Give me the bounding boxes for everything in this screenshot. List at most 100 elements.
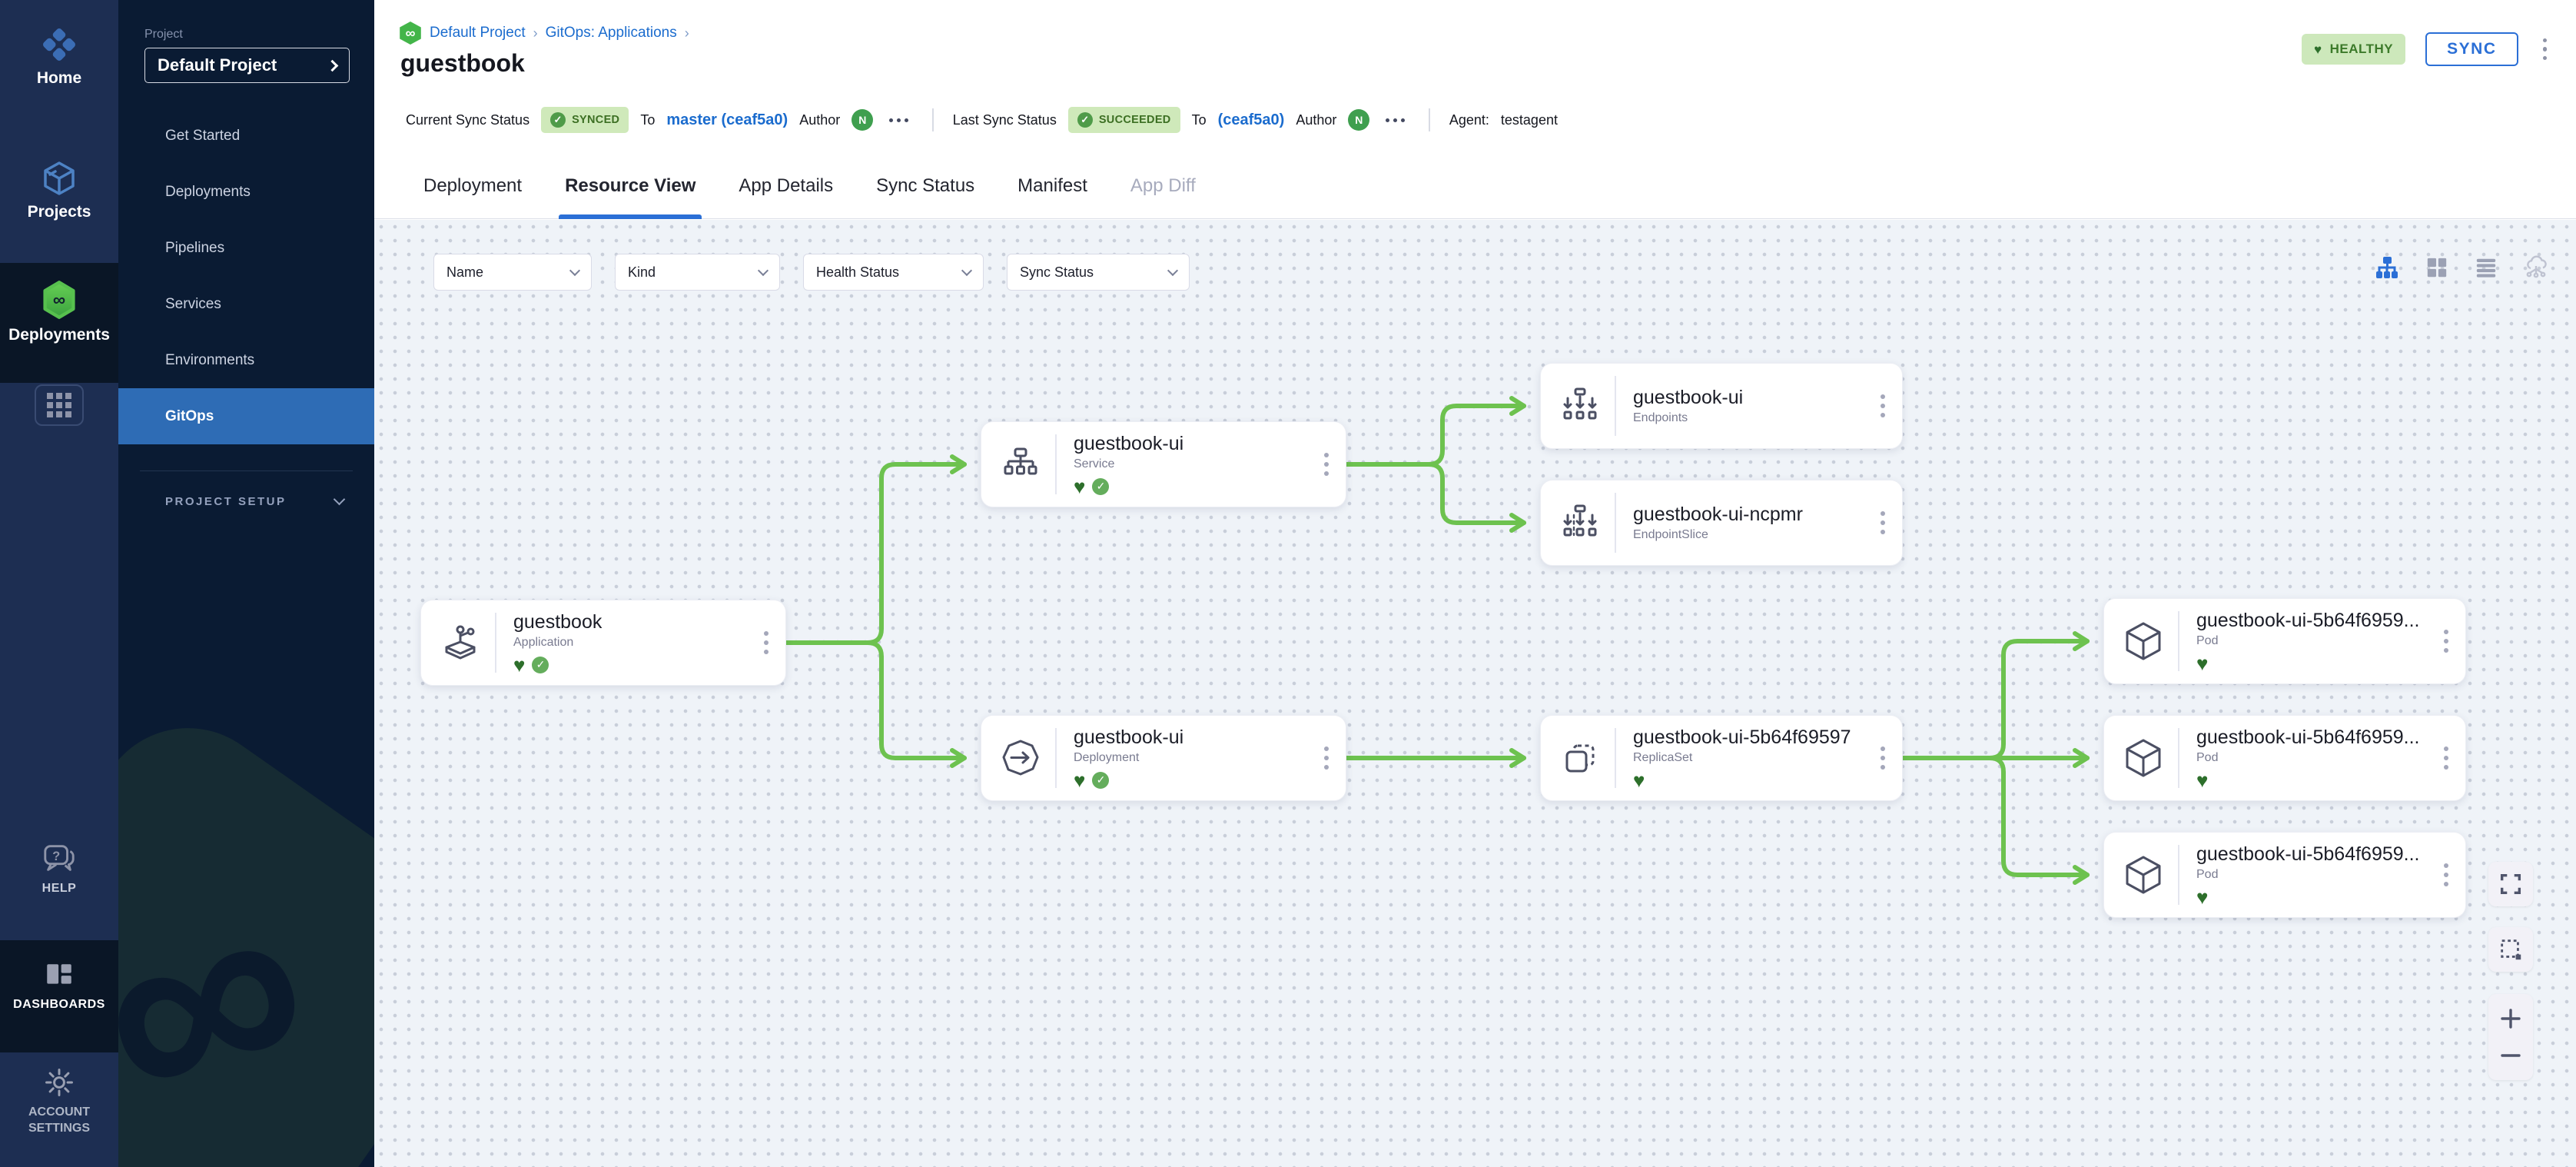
endpoints-icon bbox=[1558, 384, 1602, 428]
resource-node-replicaset-guestbook-ui-5b64f69597[interactable]: guestbook-ui-5b64f69597 ReplicaSet ♥ bbox=[1540, 715, 1903, 801]
node-menu-button[interactable] bbox=[2438, 623, 2455, 659]
grid-view-icon[interactable] bbox=[2425, 256, 2448, 279]
healthy-heart-icon: ♥ bbox=[2196, 653, 2208, 673]
node-menu-button[interactable] bbox=[1318, 447, 1335, 482]
node-menu-button[interactable] bbox=[1874, 740, 1891, 776]
sync-button[interactable]: SYNC bbox=[2425, 32, 2518, 66]
sidebar-item-module-picker[interactable] bbox=[0, 384, 118, 426]
sidebar-item-dashboards[interactable]: DASHBOARDS bbox=[0, 940, 118, 1052]
resource-node-deployment-guestbook-ui[interactable]: guestbook-ui Deployment ♥✓ bbox=[981, 715, 1346, 801]
chevron-down-icon bbox=[1167, 264, 1178, 275]
nav-item-deployments[interactable]: Deployments bbox=[118, 164, 374, 220]
list-view-icon[interactable] bbox=[2475, 256, 2498, 279]
resource-kind: Deployment bbox=[1074, 751, 1310, 765]
filter-kind[interactable]: Kind bbox=[615, 254, 780, 291]
chevron-down-icon bbox=[758, 264, 768, 275]
nav-item-environments[interactable]: Environments bbox=[118, 332, 374, 388]
project-nav-items: Get Started Deployments Pipelines Servic… bbox=[118, 108, 374, 444]
health-status-badge: ♥ HEALTHY bbox=[2302, 34, 2405, 65]
filter-sync-status[interactable]: Sync Status bbox=[1007, 254, 1190, 291]
last-sync-status-label: Last Sync Status bbox=[953, 112, 1057, 128]
last-target-revision-link[interactable]: (ceaf5a0) bbox=[1218, 111, 1285, 129]
filter-name[interactable]: Name bbox=[433, 254, 592, 291]
fullscreen-button[interactable] bbox=[2488, 862, 2533, 906]
view-toggle-group bbox=[2375, 255, 2548, 280]
project-nav: Project Default Project Get Started Depl… bbox=[118, 0, 374, 1167]
project-section-label: Project bbox=[144, 28, 183, 42]
node-menu-button[interactable] bbox=[1874, 505, 1891, 540]
nav-item-gitops[interactable]: GitOps bbox=[118, 388, 374, 444]
node-menu-button[interactable] bbox=[2438, 740, 2455, 776]
sidebar-label: HELP bbox=[0, 882, 118, 896]
tab-deployment[interactable]: Deployment bbox=[423, 172, 522, 218]
gear-icon bbox=[0, 1066, 118, 1099]
projects-cube-icon bbox=[0, 160, 118, 197]
page-title: guestbook bbox=[400, 49, 525, 78]
project-setup-label: PROJECT SETUP bbox=[165, 495, 287, 508]
resource-node-endpointslice-guestbook-ui-ncpmr[interactable]: guestbook-ui-ncpmr EndpointSlice bbox=[1540, 480, 1903, 566]
tab-app-details[interactable]: App Details bbox=[739, 172, 833, 218]
resource-name: guestbook-ui-ncpmr bbox=[1633, 504, 1867, 526]
resource-kind: Endpoints bbox=[1633, 411, 1867, 425]
svg-text:?: ? bbox=[52, 849, 60, 863]
resource-node-endpoints-guestbook-ui[interactable]: guestbook-ui Endpoints bbox=[1540, 363, 1903, 449]
sidebar-item-home[interactable]: Home bbox=[0, 26, 118, 88]
cluster-view-icon[interactable] bbox=[2524, 255, 2548, 280]
commit-details-button[interactable] bbox=[885, 114, 913, 127]
nav-item-pipelines[interactable]: Pipelines bbox=[118, 220, 374, 276]
to-label: To bbox=[640, 112, 655, 128]
sidebar-item-projects[interactable]: Projects bbox=[0, 160, 118, 221]
filter-bar: Name Kind Health Status Sync Status bbox=[433, 254, 1190, 291]
resource-node-pod-2[interactable]: guestbook-ui-5b64f6959... Pod ♥ bbox=[2103, 715, 2466, 801]
current-target-revision-link[interactable]: master (ceaf5a0) bbox=[666, 111, 788, 129]
commit-details-button[interactable] bbox=[1381, 114, 1409, 127]
pod-icon bbox=[2121, 619, 2166, 663]
selection-mode-button[interactable] bbox=[2488, 927, 2533, 972]
breadcrumb-link-project[interactable]: Default Project bbox=[430, 25, 526, 42]
resource-node-pod-3[interactable]: guestbook-ui-5b64f6959... Pod ♥ bbox=[2103, 832, 2466, 918]
tab-resource-view[interactable]: Resource View bbox=[565, 172, 695, 218]
resource-node-service-guestbook-ui[interactable]: guestbook-ui Service ♥✓ bbox=[981, 421, 1346, 507]
header-actions: ♥ HEALTHY SYNC bbox=[2302, 32, 2551, 66]
zoom-in-icon[interactable] bbox=[2499, 1007, 2522, 1030]
tree-view-icon[interactable] bbox=[2375, 255, 2399, 280]
project-selector[interactable]: Default Project bbox=[144, 48, 350, 83]
healthy-heart-icon: ♥ bbox=[2196, 770, 2208, 790]
healthy-heart-icon: ♥ bbox=[2196, 887, 2208, 907]
breadcrumb-link-applications[interactable]: GitOps: Applications bbox=[546, 25, 677, 42]
endpointslice-icon bbox=[1558, 500, 1602, 545]
breadcrumb: ∞ Default Project › GitOps: Applications… bbox=[399, 22, 689, 45]
filter-health-status[interactable]: Health Status bbox=[803, 254, 984, 291]
zoom-out-icon[interactable] bbox=[2499, 1044, 2522, 1067]
tab-manifest[interactable]: Manifest bbox=[1017, 172, 1087, 218]
sidebar-item-account-settings[interactable]: ACCOUNT SETTINGS bbox=[0, 1066, 118, 1137]
tab-sync-status[interactable]: Sync Status bbox=[876, 172, 974, 218]
project-selector-value: Default Project bbox=[158, 55, 277, 75]
replicaset-icon bbox=[1558, 736, 1602, 780]
apps-grid-icon bbox=[35, 384, 84, 426]
pod-icon bbox=[2121, 853, 2166, 897]
project-setup-toggle[interactable]: PROJECT SETUP bbox=[165, 484, 344, 518]
sidebar-label: Projects bbox=[0, 203, 118, 221]
sidebar-item-deployments[interactable]: ∞ Deployments bbox=[0, 263, 118, 383]
sidebar-item-help[interactable]: ? HELP bbox=[0, 841, 118, 896]
resource-node-pod-1[interactable]: guestbook-ui-5b64f6959... Pod ♥ bbox=[2103, 598, 2466, 684]
app-menu-button[interactable] bbox=[2538, 34, 2552, 65]
author-avatar: N bbox=[851, 109, 873, 131]
chevron-down-icon bbox=[334, 494, 346, 506]
zoom-control bbox=[2488, 994, 2533, 1080]
divider bbox=[2178, 845, 2179, 905]
nav-item-services[interactable]: Services bbox=[118, 276, 374, 332]
resource-graph-canvas[interactable]: Name Kind Health Status Sync Status bbox=[374, 220, 2576, 1167]
gitops-infinity-badge: ∞ bbox=[399, 22, 422, 45]
nav-item-get-started[interactable]: Get Started bbox=[118, 108, 374, 164]
node-menu-button[interactable] bbox=[1874, 388, 1891, 424]
resource-node-application-guestbook[interactable]: guestbook Application ♥✓ bbox=[420, 600, 786, 686]
node-menu-button[interactable] bbox=[2438, 857, 2455, 893]
node-menu-button[interactable] bbox=[758, 625, 775, 660]
healthy-heart-icon: ♥ bbox=[1074, 770, 1085, 790]
resource-name: guestbook-ui-5b64f6959... bbox=[2196, 726, 2430, 749]
resource-kind: Pod bbox=[2196, 634, 2430, 648]
node-menu-button[interactable] bbox=[1318, 740, 1335, 776]
resource-name: guestbook bbox=[513, 611, 750, 633]
